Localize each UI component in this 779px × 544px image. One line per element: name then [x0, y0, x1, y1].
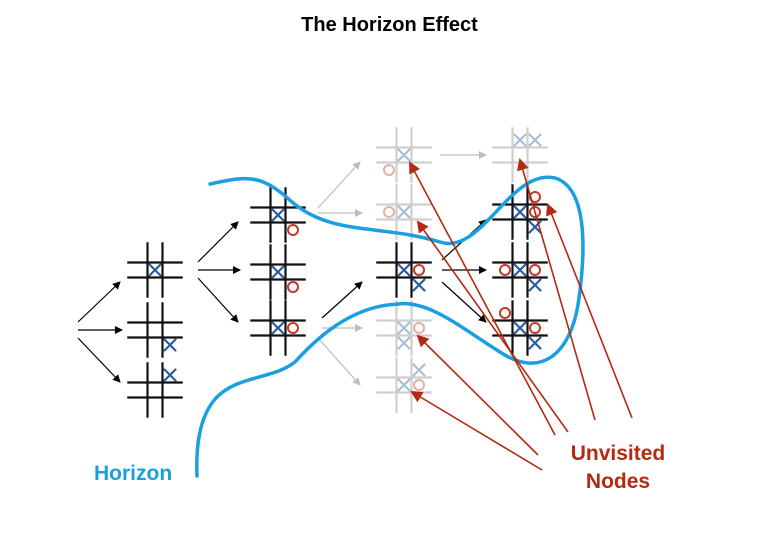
- board-b7: [376, 127, 432, 183]
- x-mark: [513, 263, 527, 277]
- board-b12: [492, 127, 548, 183]
- board-b2: [127, 302, 183, 358]
- board-b11: [376, 357, 432, 413]
- x-mark: [397, 148, 411, 162]
- board-b8: [376, 184, 432, 240]
- o-mark: [413, 264, 425, 276]
- unvisited-label-line1: Unvisited: [570, 442, 666, 465]
- x-mark: [528, 278, 542, 292]
- unvisited-pointer: [517, 158, 596, 421]
- board-b6: [250, 300, 306, 356]
- tree-edge: [321, 281, 363, 319]
- board-b15: [492, 300, 548, 356]
- x-mark: [397, 321, 411, 335]
- x-mark: [412, 363, 426, 377]
- board-layer: [127, 127, 548, 418]
- o-mark: [413, 322, 425, 334]
- tree-edge: [77, 281, 121, 323]
- o-mark: [383, 206, 395, 218]
- x-mark: [163, 368, 177, 382]
- o-mark: [287, 322, 299, 334]
- tree-edge: [197, 221, 239, 263]
- o-mark: [413, 379, 425, 391]
- o-mark: [383, 164, 395, 176]
- x-mark: [412, 278, 426, 292]
- o-mark: [529, 264, 541, 276]
- o-mark: [287, 224, 299, 236]
- board-b1: [127, 242, 183, 298]
- unvisited-label-line2: Nodes: [585, 470, 651, 493]
- tree-edge: [441, 281, 487, 323]
- x-mark: [513, 133, 527, 147]
- tree-edge-unvisited: [317, 161, 361, 209]
- unvisited-pointer: [410, 390, 543, 471]
- x-mark: [271, 321, 285, 335]
- unvisited-pointer: [409, 161, 556, 436]
- board-b4: [250, 187, 306, 243]
- horizon-label: Horizon: [94, 462, 173, 485]
- o-mark: [529, 322, 541, 334]
- tree-edge-unvisited: [317, 337, 361, 386]
- x-mark: [528, 133, 542, 147]
- page-title: The Horizon Effect: [301, 14, 478, 36]
- x-mark: [513, 321, 527, 335]
- board-b14: [492, 242, 548, 298]
- x-mark: [397, 336, 411, 350]
- o-mark: [499, 264, 511, 276]
- x-mark: [513, 205, 527, 219]
- unvisited-nodes-label: Unvisited Nodes: [548, 440, 688, 496]
- tree-edge: [197, 277, 239, 323]
- board-b5: [250, 244, 306, 300]
- x-mark: [148, 263, 162, 277]
- o-mark: [499, 307, 511, 319]
- x-mark: [528, 336, 542, 350]
- x-mark: [397, 205, 411, 219]
- o-mark: [287, 281, 299, 293]
- x-mark: [163, 338, 177, 352]
- board-b9: [376, 242, 432, 298]
- horizon-curve: [195, 175, 585, 478]
- x-mark: [271, 208, 285, 222]
- x-mark: [397, 378, 411, 392]
- unvisited-pointer: [416, 220, 569, 433]
- board-b13: [492, 184, 548, 240]
- unvisited-pointer-arrows: [409, 158, 633, 471]
- x-mark: [397, 263, 411, 277]
- board-b3: [127, 362, 183, 418]
- o-mark: [529, 206, 541, 218]
- tree-edge: [77, 337, 121, 383]
- unvisited-pointer: [416, 334, 539, 456]
- unvisited-pointer: [546, 203, 633, 419]
- x-mark: [271, 265, 285, 279]
